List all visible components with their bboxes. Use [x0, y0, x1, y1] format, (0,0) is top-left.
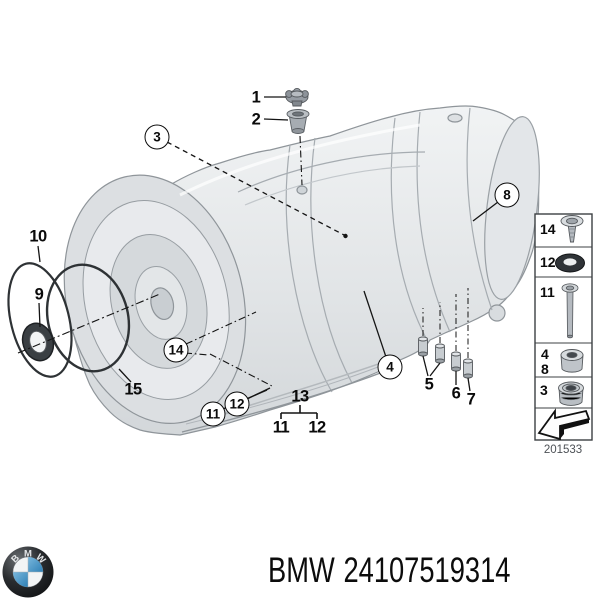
figure-number: 201533	[544, 444, 582, 456]
part-number-text: 24107519314	[343, 551, 511, 590]
top-boss	[447, 113, 463, 123]
legend-panel: 14 12 11 4 8 3	[534, 213, 593, 456]
callout-12: 12	[308, 418, 326, 437]
screw-icon	[560, 215, 584, 243]
direction-arrow-icon	[537, 408, 591, 441]
brand-text: BMW	[268, 551, 335, 590]
seal-washer-icon	[555, 253, 585, 273]
torx-bolt-icon	[561, 283, 579, 339]
callout-6: 6	[451, 384, 461, 403]
callout-3: 3	[144, 124, 170, 150]
callout-9: 9	[34, 285, 44, 304]
legend-label-14: 14	[540, 221, 556, 237]
logo-quadrant-blue-bl	[13, 572, 28, 587]
callout-14: 14	[163, 337, 189, 363]
o-ring-10	[7, 262, 73, 378]
logo-quadrant-blue-tr	[28, 557, 43, 572]
output-flange	[488, 304, 506, 322]
callout-10: 10	[29, 227, 47, 246]
legend-label-11: 11	[540, 284, 555, 300]
callout-15: 15	[124, 380, 142, 399]
screw-plug-icon	[560, 349, 584, 373]
plug-part-2	[286, 109, 310, 134]
screw-plug-large-icon	[558, 381, 584, 406]
callout-11: 11	[200, 401, 226, 427]
callout-7: 7	[466, 390, 476, 409]
callout-13: 13	[291, 387, 309, 406]
callout-4: 4	[377, 354, 403, 380]
breather-cap-part-1	[285, 87, 309, 107]
part-number-label: BMW 24107519314	[268, 551, 510, 591]
callout-12: 12	[224, 391, 250, 417]
callout-11: 11	[272, 418, 290, 437]
bell-housing-face	[63, 174, 247, 424]
dowel-pins	[418, 336, 473, 379]
bmw-roundel-logo: B M W	[2, 546, 54, 598]
logo-letter-m: M	[24, 549, 32, 560]
callout-2: 2	[251, 110, 261, 129]
bracket-13	[280, 405, 318, 419]
callout-5: 5	[424, 375, 434, 394]
legend-label-3: 3	[540, 382, 548, 398]
callout-1: 1	[251, 88, 261, 107]
shaft-seal-9	[21, 322, 55, 362]
legend-label-8: 8	[541, 361, 549, 377]
top-highlight	[179, 123, 421, 197]
legend-label-4: 4	[541, 346, 549, 362]
legend-label-12: 12	[540, 254, 556, 270]
filler-boss	[296, 185, 308, 195]
callout-8: 8	[494, 182, 520, 208]
diagram-artwork: 14 12 11 4 8 3	[7, 87, 593, 456]
tail-housing-endcap	[484, 116, 540, 300]
